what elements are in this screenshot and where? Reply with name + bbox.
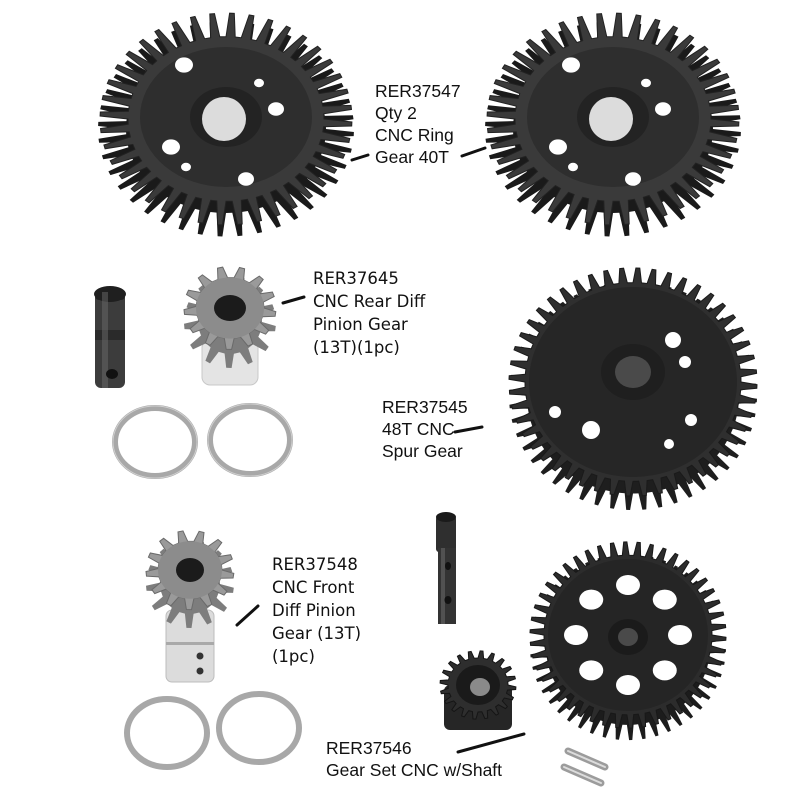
spur-gear-label: RER37545 48T CNC Spur Gear	[382, 396, 468, 462]
shim-washer-icon	[112, 405, 198, 479]
label-line: Gear (13T)	[272, 624, 362, 643]
ring-gear-right-icon	[485, 12, 741, 237]
part-number: RER37546	[326, 738, 412, 758]
label-line: CNC Ring	[375, 125, 454, 145]
part-number: RER37547	[375, 81, 461, 101]
small-spur-gear-icon	[439, 650, 517, 730]
label-line: CNC Front	[272, 578, 355, 597]
label-line: CNC Rear Diff	[313, 292, 426, 311]
shim-washer-icon	[216, 691, 302, 765]
dowel-pin-icon	[560, 747, 609, 787]
part-number: RER37645	[313, 269, 399, 288]
rear-pinion-gear-icon	[183, 266, 277, 386]
label-line: 48T CNC	[382, 419, 455, 439]
label-line: Spur Gear	[382, 441, 463, 461]
rear-pinion-shaft-icon	[94, 286, 126, 388]
shim-washer-icon	[124, 696, 210, 770]
label-line: Qty 2	[375, 103, 417, 123]
spur-gear-48t-icon	[508, 267, 758, 510]
label-line: Diff Pinion	[272, 601, 356, 620]
gear-set-label: RER37546 Gear Set CNC w/Shaft	[326, 737, 502, 781]
label-line: Gear 40T	[375, 147, 449, 167]
part-number: RER37545	[382, 397, 468, 417]
label-line: Gear Set CNC w/Shaft	[326, 760, 503, 780]
rear-pinion-label: RER37645 CNC Rear Diff Pinion Gear (13T)…	[313, 267, 425, 359]
front-pinion-label: RER37548 CNC Front Diff Pinion Gear (13T…	[272, 553, 361, 668]
label-line: (13T)(1pc)	[313, 338, 400, 357]
shim-washer-icon	[207, 403, 293, 477]
large-spur-gear-icon	[529, 541, 727, 741]
part-number: RER37548	[272, 555, 358, 574]
label-line: (1pc)	[272, 647, 315, 666]
front-pinion-gear-icon	[145, 530, 235, 683]
label-line: Pinion Gear	[313, 315, 408, 334]
ring-gear-left-icon	[98, 12, 354, 237]
ring-gear-label: RER37547 Qty 2 CNC Ring Gear 40T	[375, 80, 461, 168]
gear-set-shaft-icon	[436, 512, 456, 624]
